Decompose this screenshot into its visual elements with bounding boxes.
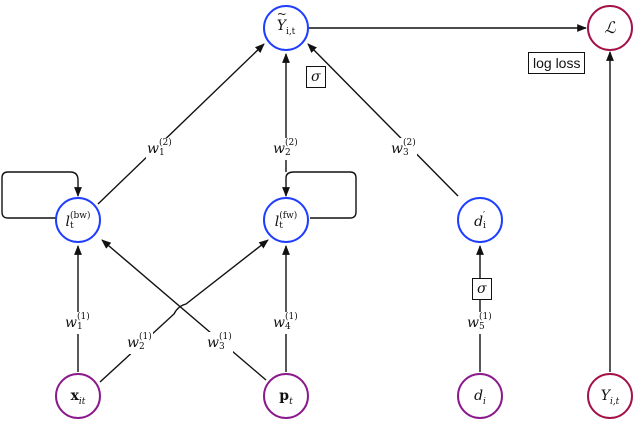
nodes: [55, 5, 633, 419]
weight-w5-1: w(1)5: [466, 312, 493, 334]
label-l-fw: l(fw)t: [274, 211, 298, 231]
label-p: pt: [279, 388, 293, 407]
loop-lbw: [1, 171, 82, 219]
node-p: [263, 373, 309, 419]
sigma-box-bottom: σ: [472, 278, 492, 300]
label-loss: ℒ: [604, 18, 616, 37]
weight-w2-1: w(1)2: [126, 332, 153, 354]
node-d-i: [457, 373, 503, 419]
label-d-prime: d′i: [474, 211, 486, 231]
edge-x-to-lfw: [99, 239, 269, 383]
weight-w3-2: w(2)3: [390, 138, 417, 160]
log-loss-box: log loss: [528, 52, 586, 74]
label-l-bw: l(bw)t: [65, 211, 91, 231]
node-y-tilde: [263, 5, 309, 51]
weight-w4-1: w(1)4: [272, 312, 299, 334]
label-y-it: Yi,t: [600, 388, 620, 407]
weight-w1-1: w(1)1: [64, 312, 91, 334]
label-x: xit: [70, 388, 86, 407]
label-d-i: di: [474, 388, 486, 407]
node-y-it: [587, 373, 633, 419]
node-d-prime: [457, 197, 503, 243]
weight-w3-1: w(1)3: [206, 332, 233, 354]
edge-dprime-to-ytilde: [307, 43, 459, 197]
weight-w2-2: w(2)2: [272, 138, 299, 160]
node-loss: [587, 5, 633, 51]
loop-lfw: [282, 171, 357, 219]
edge-lbw-to-ytilde: [97, 43, 265, 205]
node-x: [55, 373, 101, 419]
edges: [1, 24, 614, 383]
node-l-bw: [55, 197, 101, 243]
node-l-fw: [263, 197, 309, 243]
label-y-tilde: ~Yi,t: [276, 7, 296, 37]
weight-w1-2: w(2)1: [146, 138, 173, 160]
edge-p-to-lbw: [101, 239, 267, 381]
sigma-box-top: σ: [306, 66, 326, 88]
